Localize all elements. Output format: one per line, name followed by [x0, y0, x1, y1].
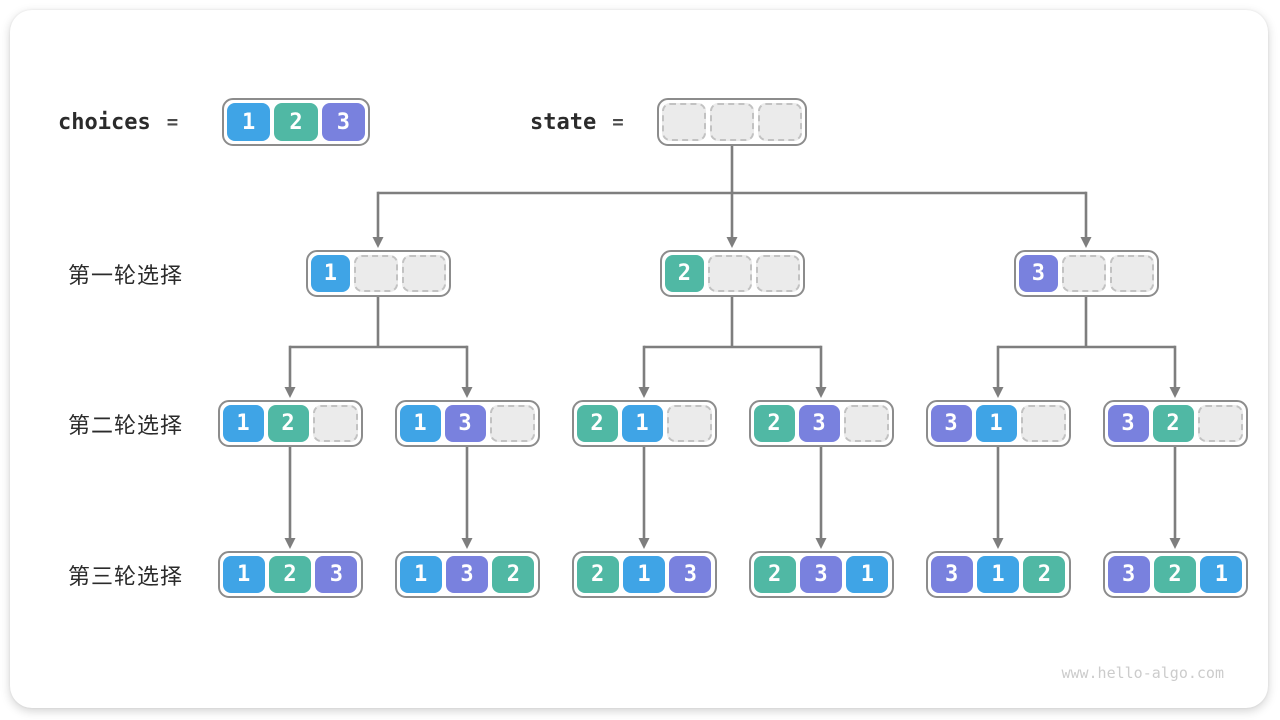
arrowhead-icon — [992, 387, 1004, 398]
empty-cell — [354, 255, 398, 292]
value-cell: 3 — [1018, 255, 1059, 292]
value-cell: 3 — [930, 556, 973, 593]
value-cell: 3 — [799, 556, 843, 593]
value-cell: 3 — [315, 556, 358, 593]
value-cell: 2 — [753, 405, 795, 442]
value-cell: 3 — [669, 556, 712, 593]
row-label-round-3: 第三轮选择 — [68, 563, 184, 589]
value-cell: 1 — [227, 103, 271, 141]
empty-cell — [312, 405, 358, 442]
value-cell: 1 — [622, 556, 666, 593]
value-cell: 2 — [576, 556, 619, 593]
value-cell: 3 — [798, 405, 840, 442]
value-cell: 1 — [222, 556, 265, 593]
value-cell: 1 — [976, 556, 1020, 593]
arrowhead-icon — [284, 538, 296, 549]
value-cell: 3 — [1107, 556, 1150, 593]
arrowhead-icon — [638, 538, 650, 549]
value-cell: 1 — [310, 255, 351, 292]
arrowhead-icon — [1080, 237, 1092, 248]
empty-cell — [1020, 405, 1066, 442]
empty-cell — [401, 255, 446, 292]
row-label-round-2: 第二轮选择 — [68, 412, 184, 438]
value-cell: 2 — [1152, 405, 1194, 442]
value-cell: 1 — [846, 556, 889, 593]
value-cell: 2 — [576, 405, 618, 442]
value-cell: 2 — [1153, 556, 1197, 593]
empty-cell — [758, 103, 802, 141]
empty-cell — [489, 405, 535, 442]
value-cell: 2 — [1023, 556, 1066, 593]
arrowhead-icon — [638, 387, 650, 398]
arrowhead-icon — [284, 387, 296, 398]
state-label-group: state = — [530, 98, 624, 146]
value-cell: 1 — [399, 405, 441, 442]
row-label-round-1: 第一轮选择 — [68, 262, 184, 288]
value-cell: 2 — [492, 556, 535, 593]
state-equals-sign: = — [612, 111, 624, 133]
arrowhead-icon — [726, 237, 738, 248]
value-cell: 3 — [930, 405, 972, 442]
choices-label: choices — [58, 109, 151, 135]
empty-cell — [1197, 405, 1243, 442]
empty-cell — [708, 255, 752, 292]
value-cell: 3 — [321, 103, 365, 141]
arrowhead-icon — [461, 538, 473, 549]
arrowhead-icon — [372, 237, 384, 248]
value-cell: 3 — [1107, 405, 1149, 442]
arrowhead-icon — [992, 538, 1004, 549]
value-cell: 1 — [621, 405, 663, 442]
empty-cell — [1109, 255, 1154, 292]
tree-arrows — [284, 146, 1181, 549]
value-cell: 1 — [1200, 556, 1243, 593]
value-cell: 2 — [274, 103, 318, 141]
empty-cell — [755, 255, 800, 292]
empty-cell — [662, 103, 706, 141]
value-cell: 1 — [399, 556, 442, 593]
value-cell: 3 — [444, 405, 486, 442]
empty-cell — [1062, 255, 1106, 292]
value-cell: 2 — [267, 405, 309, 442]
value-cell: 1 — [222, 405, 264, 442]
value-cell: 1 — [975, 405, 1017, 442]
state-array-box — [657, 98, 807, 146]
arrowhead-icon — [815, 538, 827, 549]
watermark: www.hello-algo.com — [1061, 664, 1224, 682]
choices-equals-sign: = — [166, 111, 179, 133]
choices-label-group: choices = — [58, 98, 178, 146]
arrowhead-icon — [815, 387, 827, 398]
arrowhead-icon — [1169, 538, 1181, 549]
state-label: state — [530, 109, 597, 135]
arrowhead-icon — [461, 387, 473, 398]
empty-cell — [666, 405, 712, 442]
state-node: 3 — [1013, 250, 1159, 297]
empty-cell — [710, 103, 754, 141]
value-cell: 2 — [753, 556, 796, 593]
arrowhead-icon — [1169, 387, 1181, 398]
value-cell: 2 — [664, 255, 705, 292]
state-node: 2 — [659, 250, 805, 297]
empty-cell — [843, 405, 889, 442]
value-cell: 3 — [445, 556, 489, 593]
value-cell: 2 — [268, 556, 312, 593]
state-node: 1 — [305, 250, 451, 297]
